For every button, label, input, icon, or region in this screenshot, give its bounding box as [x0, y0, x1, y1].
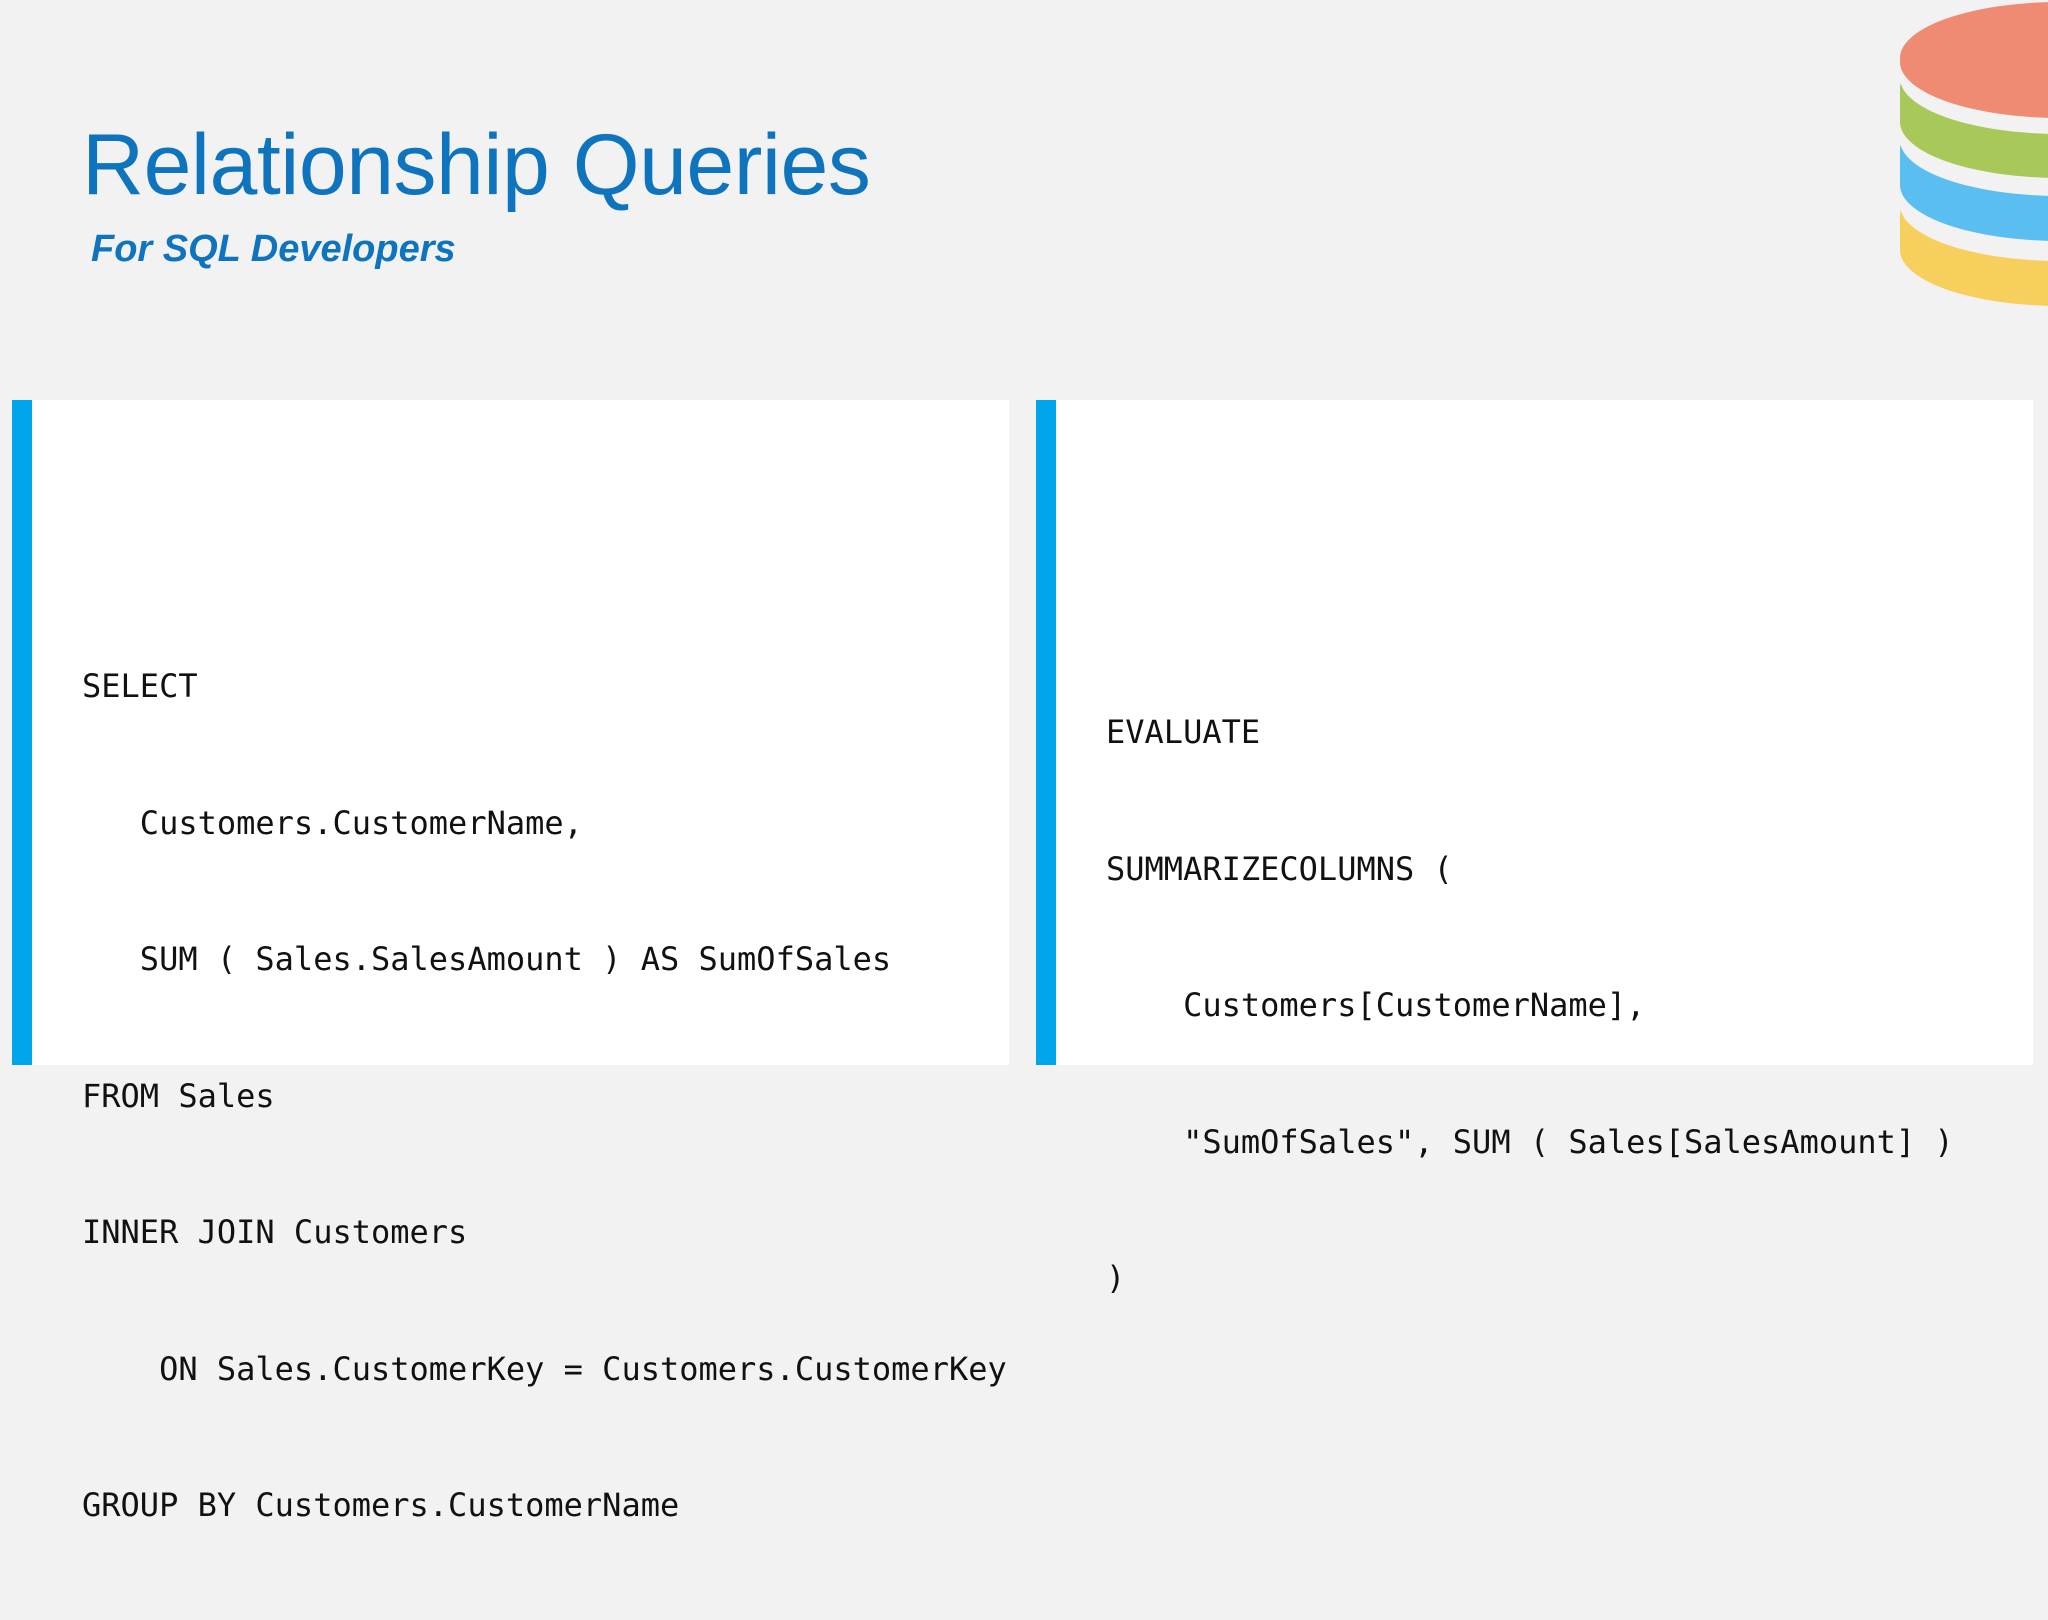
logo-layer-salmon	[1900, 2, 2048, 118]
sql-panel-accent-bar	[12, 400, 32, 1065]
dax-query-panel: EVALUATE SUMMARIZECOLUMNS ( Customers[Cu…	[1036, 400, 2033, 1297]
sql-code-line: ON Sales.CustomerKey = Customers.Custome…	[82, 1349, 1007, 1388]
dax-panel-accent-bar	[1036, 400, 1056, 1065]
sql-code-line: INNER JOIN Customers	[82, 1213, 468, 1251]
sql-code-block: SELECT Customers.CustomerName, SUM ( Sal…	[82, 573, 1007, 1620]
sql-query-panel: SELECT Customers.CustomerName, SUM ( Sal…	[12, 400, 1009, 1524]
slide: Relationship Queries For SQL Developers	[12, 2, 2048, 1524]
sql-code-line: Customers.CustomerName,	[82, 803, 583, 842]
dax-code-line: SUMMARIZECOLUMNS (	[1106, 849, 1453, 888]
dax-code-line: )	[1106, 1259, 1126, 1297]
sql-code-line: SUM ( Sales.SalesAmount ) AS SumOfSales	[82, 940, 892, 978]
sql-code-line: FROM Sales	[82, 1076, 275, 1115]
dax-code-line: "SumOfSales", SUM ( Sales[SalesAmount] )	[1106, 1122, 1954, 1161]
sql-code-line: SELECT	[82, 667, 198, 705]
database-stack-icon	[1900, 2, 2048, 306]
dax-code-line: EVALUATE	[1106, 713, 1261, 751]
slide-title: Relationship Queries	[82, 117, 871, 213]
sql-code-line: GROUP BY Customers.CustomerName	[82, 1486, 680, 1524]
dax-code-line: Customers[CustomerName],	[1106, 986, 1646, 1024]
dax-code-block: EVALUATE SUMMARIZECOLUMNS ( Customers[Cu…	[1106, 619, 1954, 1393]
slide-subtitle: For SQL Developers	[91, 228, 456, 270]
